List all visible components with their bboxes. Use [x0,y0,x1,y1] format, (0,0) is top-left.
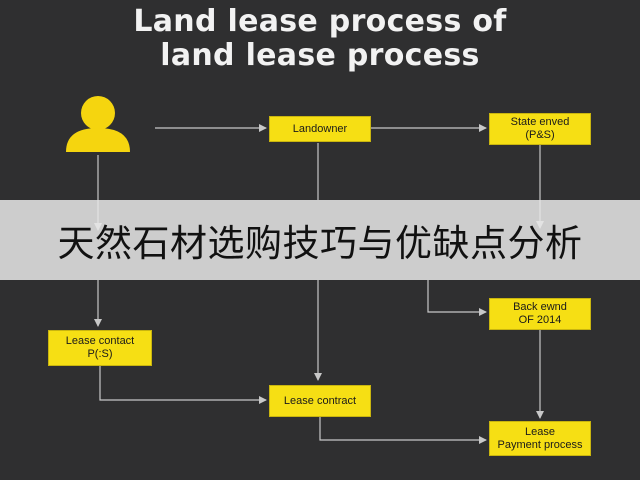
person-icon [66,96,130,152]
diagram-title-line-1: Land lease process of [133,4,507,39]
overlay-banner-text: 天然石材选购技巧与优缺点分析 [57,222,583,265]
node-state-owned-label-1: State enved [510,116,570,128]
node-lease-payment: Lease Payment process [489,421,591,456]
node-lease-payment-label-1: Lease [525,425,555,438]
node-state-owned: State enved (P&S) [489,113,591,145]
connector-branch-to-backend [427,280,487,316]
node-lease-contract-center: Lease contract [269,385,371,417]
node-back-end-label-2: OF 2014 [518,314,562,326]
node-landowner: Landowner [269,116,371,142]
node-landowner-label: Landowner [292,122,348,135]
node-state-owned-label-2: (P&S) [525,129,555,141]
diagram-title-line-2: land lease process [160,38,480,73]
node-lease-contract-left-label-1: Lease contact [65,335,135,347]
node-back-end: Back ewnd OF 2014 [489,298,591,330]
connector-left-to-center [99,366,267,404]
node-lease-contract-center-label: Lease contract [283,394,357,407]
node-back-end-label-1: Back ewnd [513,301,567,313]
node-lease-contract-left: Lease contact P(:S) [48,330,152,366]
connector-center-to-payment [319,415,487,444]
node-lease-contract-left-label-2: P(:S) [87,348,113,360]
overlay-banner: 天然石材选购技巧与优缺点分析 [0,200,640,280]
node-lease-payment-label-2: Payment process [497,438,583,451]
